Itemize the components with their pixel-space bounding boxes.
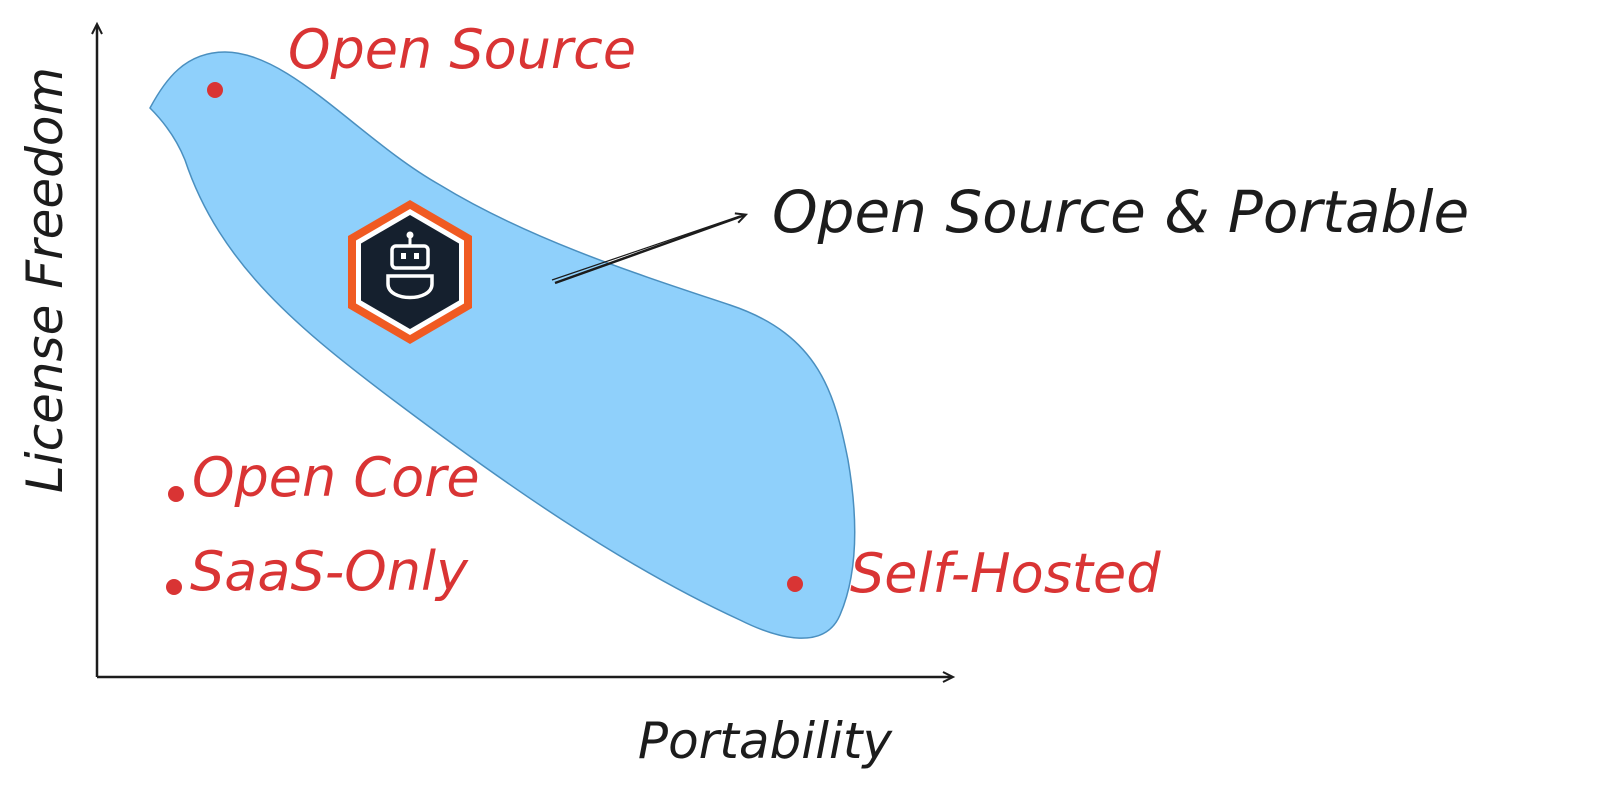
label-open-source: Open Source bbox=[288, 18, 636, 81]
logo-hexagon-inner bbox=[361, 215, 459, 329]
open-source-portable-region bbox=[149, 51, 856, 639]
point-open-core bbox=[168, 486, 184, 502]
label-self-hosted: Self-Hosted bbox=[850, 542, 1161, 605]
region-callout-label: Open Source & Portable bbox=[772, 178, 1469, 246]
robot-icon bbox=[386, 231, 434, 300]
callout-arrow bbox=[554, 212, 749, 285]
point-open-source bbox=[207, 82, 223, 98]
y-axis-label: License Freedom bbox=[16, 67, 74, 493]
label-saas-only: SaaS-Only bbox=[190, 540, 469, 603]
label-open-core: Open Core bbox=[192, 446, 480, 509]
x-axis-label: Portability bbox=[638, 712, 894, 770]
point-self-hosted bbox=[787, 576, 803, 592]
callout-arrow-stroke-2 bbox=[551, 215, 741, 281]
point-saas-only bbox=[166, 579, 182, 595]
logo-badge bbox=[348, 200, 472, 344]
